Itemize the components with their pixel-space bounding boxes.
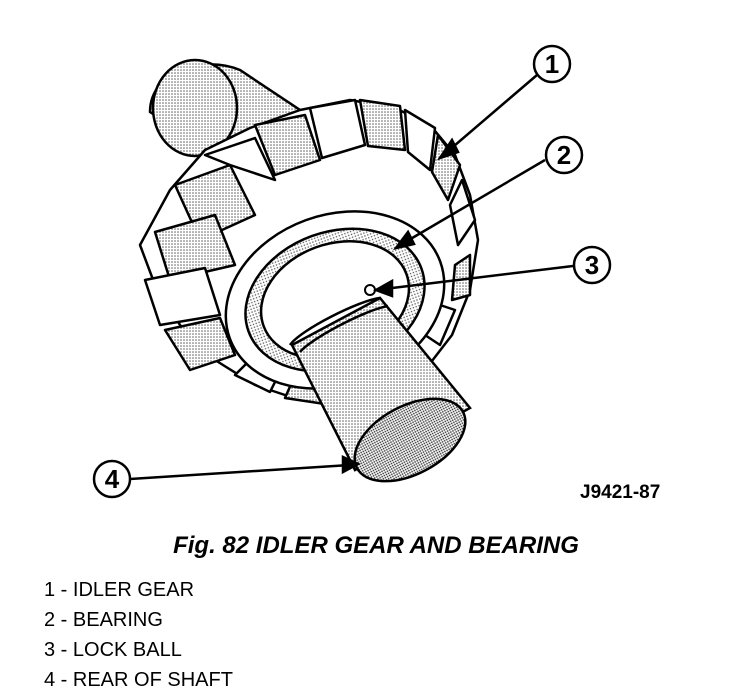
legend-item-rear-of-shaft: 4 - REAR OF SHAFT <box>44 669 233 691</box>
callout-3: 3 <box>572 245 612 285</box>
legend-item-bearing: 2 - BEARING <box>44 609 163 631</box>
callout-number: 4 <box>105 464 120 494</box>
callout-number: 1 <box>545 49 559 79</box>
legend-item-lock-ball: 3 - LOCK BALL <box>44 639 182 661</box>
idler-gear-illustration: 1 2 3 4 <box>92 44 612 499</box>
callout-number: 3 <box>585 250 599 280</box>
figure-caption: Fig. 82 IDLER GEAR AND BEARING <box>173 532 579 559</box>
leader-lines <box>129 74 574 481</box>
callout-number: 2 <box>557 140 571 170</box>
callout-1: 1 <box>532 44 572 84</box>
callout-4: 4 <box>92 459 132 499</box>
figure-reference-code: J9421-87 <box>580 482 661 503</box>
legend-item-idler-gear: 1 - IDLER GEAR <box>44 579 195 601</box>
callout-2: 2 <box>544 135 584 175</box>
figure-legend: 1 - IDLER GEAR 2 - BEARING 3 - LOCK BALL… <box>44 575 233 695</box>
shaft <box>288 296 472 483</box>
